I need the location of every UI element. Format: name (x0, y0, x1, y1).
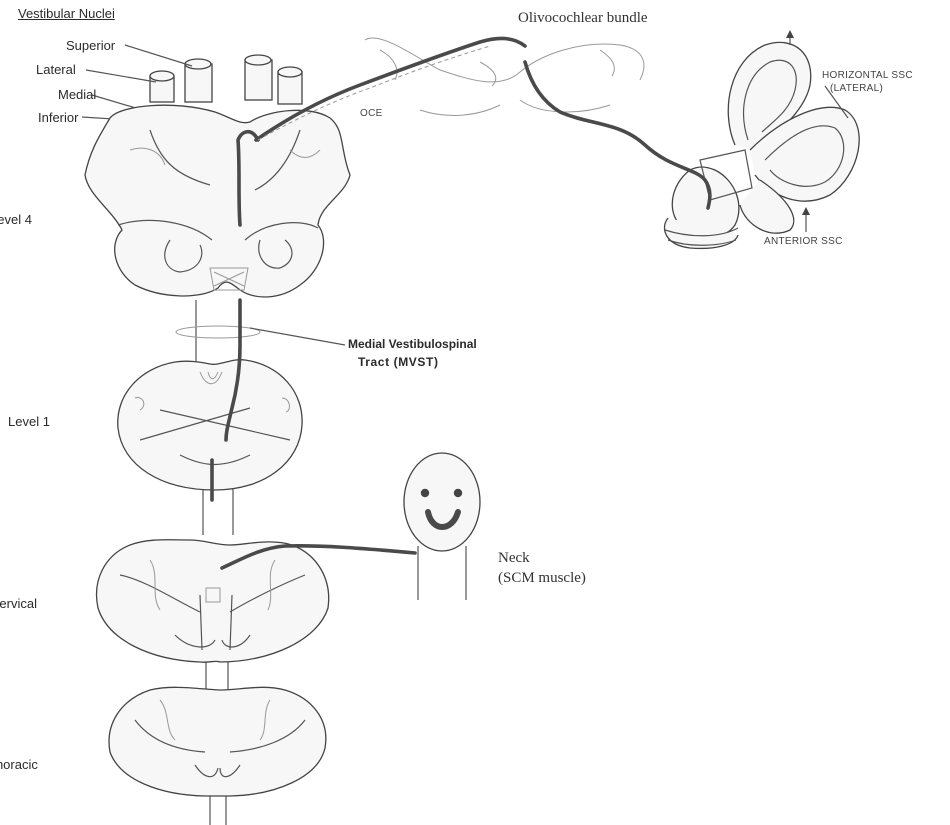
level1-label: Level 1 (8, 414, 50, 429)
horizontal-ssc-label-line1: HORIZONTAL SSC (822, 70, 913, 81)
neck-figure-left-eye (421, 489, 429, 497)
nucleus-cylinders-left (150, 59, 212, 102)
horizontal-ssc-label-line2: (LATERAL) (830, 83, 883, 94)
anterior-ssc-label: ANTERIOR SSC (764, 236, 843, 247)
medial-label: Medial (58, 87, 96, 102)
mvst-label-line2: Tract (MVST) (358, 355, 439, 369)
mvst-label-line1: Medial Vestibulospinal (348, 337, 477, 351)
lateral-label: Lateral (36, 62, 76, 77)
brainstem-section-level4 (85, 105, 350, 297)
vestibular-nuclei-heading: Vestibular Nuclei (18, 6, 115, 21)
superior-label: Superior (66, 38, 115, 53)
neck-label-line1: Neck (498, 550, 530, 567)
spinal-section-level1 (118, 360, 302, 490)
oce-label: OCE (360, 108, 383, 119)
level4-label: Level 4 (0, 212, 32, 227)
neck-figure-right-eye (454, 489, 462, 497)
neck-label-line2: (SCM muscle) (498, 570, 586, 587)
olivocochlear-bundle-label: Olivocochlear bundle (518, 10, 648, 27)
nucleus-cylinders-right (245, 55, 302, 104)
neck-figure (404, 453, 480, 600)
spinal-section-cervical (97, 540, 329, 662)
spinal-section-thoracic (109, 687, 326, 796)
mvst-leader-line (250, 328, 345, 345)
thoracic-label: Thoracic (0, 757, 38, 772)
inferior-label: Inferior (38, 110, 78, 125)
cervical-label: Cervical (0, 596, 37, 611)
faint-brain-sketch (365, 38, 644, 115)
